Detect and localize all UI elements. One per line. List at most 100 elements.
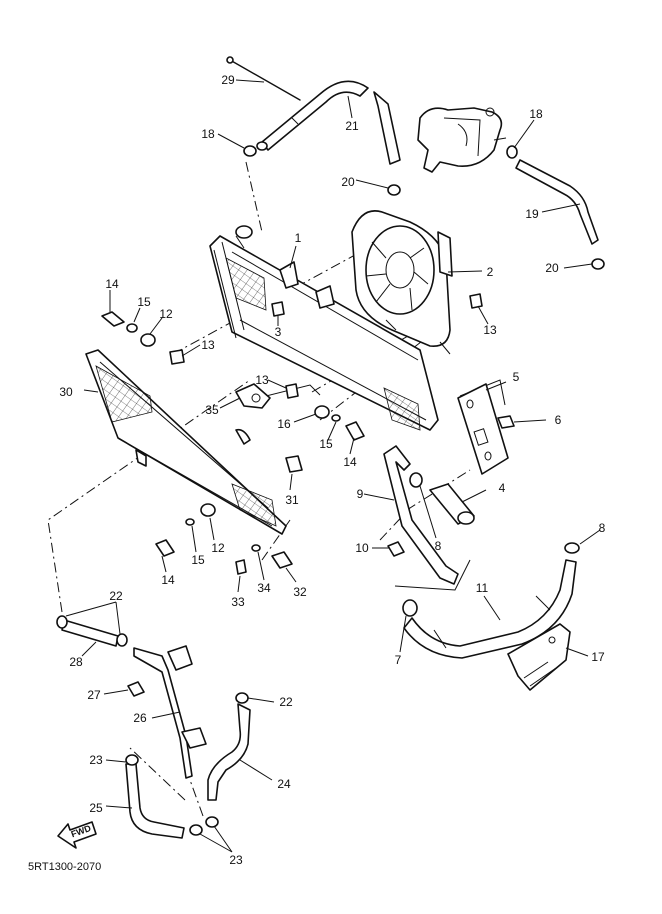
- bolt-part-27: [127, 681, 145, 697]
- callout-13-left: 13: [201, 338, 215, 352]
- collar-part-13-left: [169, 349, 185, 365]
- callout-12-upper: 12: [159, 307, 173, 321]
- callout-12-lower: 12: [211, 541, 225, 555]
- callout-22-right: 22: [279, 695, 293, 709]
- grommet-part-12-lower: [200, 503, 216, 517]
- part-5-plate: [457, 383, 509, 475]
- part-26-pipe: [133, 645, 207, 779]
- callout-24: 24: [277, 777, 291, 791]
- callout-23-bottom: 23: [229, 853, 243, 867]
- part-29-cable-tie: [226, 56, 301, 101]
- callout-31: 31: [285, 493, 299, 507]
- grommet-part-16: [314, 405, 330, 419]
- washer-part-15-mid: [331, 414, 341, 422]
- part-24-hose: [207, 703, 251, 801]
- callout-labels: 29 21 18 18 20 19 20 1 2 3 13 14 15 12 1…: [59, 73, 605, 867]
- bolt-part-6: [497, 415, 515, 429]
- callout-8-left: 8: [435, 539, 442, 553]
- callout-11: 11: [476, 581, 489, 595]
- callout-25: 25: [89, 801, 103, 815]
- part-30-radiator-guard: [85, 349, 287, 535]
- callout-16: 16: [277, 417, 291, 431]
- washer-part-15-lower: [185, 518, 195, 526]
- part-25-pipe: [125, 763, 185, 839]
- callout-22-left: 22: [109, 589, 123, 603]
- forward-arrow-icon: FWD: [57, 821, 97, 849]
- part-8-clamp-left: [409, 472, 423, 488]
- callout-32: 32: [293, 585, 307, 599]
- callout-2: 2: [487, 265, 494, 279]
- callout-29: 29: [221, 73, 235, 87]
- part-1-radiator: [209, 225, 439, 431]
- part-20-clamp-lower: [591, 258, 605, 270]
- callout-4: 4: [499, 481, 506, 495]
- grommet-part-3: [271, 301, 285, 317]
- callout-3: 3: [275, 325, 282, 339]
- part-22-clamp-right: [235, 692, 249, 704]
- part-22-clamp-left-a: [56, 615, 68, 629]
- part-28-pipe: [61, 619, 119, 647]
- callout-13-right: 13: [483, 323, 497, 337]
- screw-part-33: [235, 559, 247, 575]
- leader-lines: [65, 79, 601, 853]
- part-23-clamp-bottom-a: [189, 824, 203, 836]
- part-19-hose: [515, 159, 599, 245]
- callout-33: 33: [231, 595, 245, 609]
- part-4-hose-joint: [429, 483, 475, 525]
- callout-15-mid: 15: [319, 437, 333, 451]
- callout-27: 27: [87, 688, 101, 702]
- part-9-pipe: [383, 445, 459, 585]
- callout-1: 1: [295, 231, 302, 245]
- callout-18-left: 18: [201, 127, 215, 141]
- callout-26: 26: [133, 711, 147, 725]
- part-2-fan-assembly: [351, 210, 453, 355]
- callout-14-mid: 14: [343, 455, 357, 469]
- part-21-hose: [256, 80, 401, 165]
- collar-part-31: [285, 455, 303, 473]
- callout-20-upper: 20: [341, 175, 355, 189]
- part-18-clamp-left: [243, 145, 257, 157]
- collar-part-13-upper: [469, 293, 483, 309]
- part-18-clamp-right: [506, 145, 518, 159]
- callout-35: 35: [205, 403, 219, 417]
- washer-part-34: [251, 544, 261, 552]
- part-20-clamp-upper: [387, 184, 401, 196]
- callout-20-lower: 20: [545, 261, 559, 275]
- callout-23-top: 23: [89, 753, 103, 767]
- callout-5: 5: [513, 370, 520, 384]
- callout-10: 10: [355, 541, 369, 555]
- part-11-hose: [403, 559, 577, 659]
- bolt-part-14-lower: [155, 539, 175, 557]
- bolt-part-14-mid: [345, 421, 365, 441]
- callout-8-right: 8: [599, 521, 606, 535]
- callout-14-upper: 14: [105, 277, 119, 291]
- callout-15-upper: 15: [137, 295, 151, 309]
- bolt-part-14-upper: [101, 311, 125, 327]
- callout-19: 19: [525, 207, 539, 221]
- bolt-part-10: [387, 541, 405, 557]
- part-35-bracket: [235, 383, 271, 409]
- callout-7: 7: [395, 653, 402, 667]
- part-17-cover: [507, 623, 571, 691]
- callout-18-right: 18: [529, 107, 543, 121]
- callout-21: 21: [345, 119, 359, 133]
- callout-13-mid: 13: [255, 373, 269, 387]
- part-8-clamp-right: [564, 542, 580, 554]
- callout-14-lower: 14: [161, 573, 175, 587]
- callout-34: 34: [257, 581, 271, 595]
- washer-part-15-upper: [126, 323, 138, 333]
- part-22-clamp-left-b: [116, 633, 128, 647]
- part-23-clamp-top: [125, 754, 139, 766]
- callout-6: 6: [555, 413, 562, 427]
- callout-28: 28: [69, 655, 83, 669]
- part-7-clamp: [402, 599, 418, 617]
- damper-part-32: [271, 551, 293, 569]
- callout-15-lower: 15: [191, 553, 205, 567]
- grommet-part-12-upper: [140, 333, 156, 347]
- callout-17: 17: [591, 650, 605, 664]
- callout-9: 9: [357, 487, 364, 501]
- water-pump-reference: [417, 107, 507, 173]
- collar-part-13-mid: [285, 383, 299, 399]
- part-23-clamp-bottom-b: [205, 816, 219, 828]
